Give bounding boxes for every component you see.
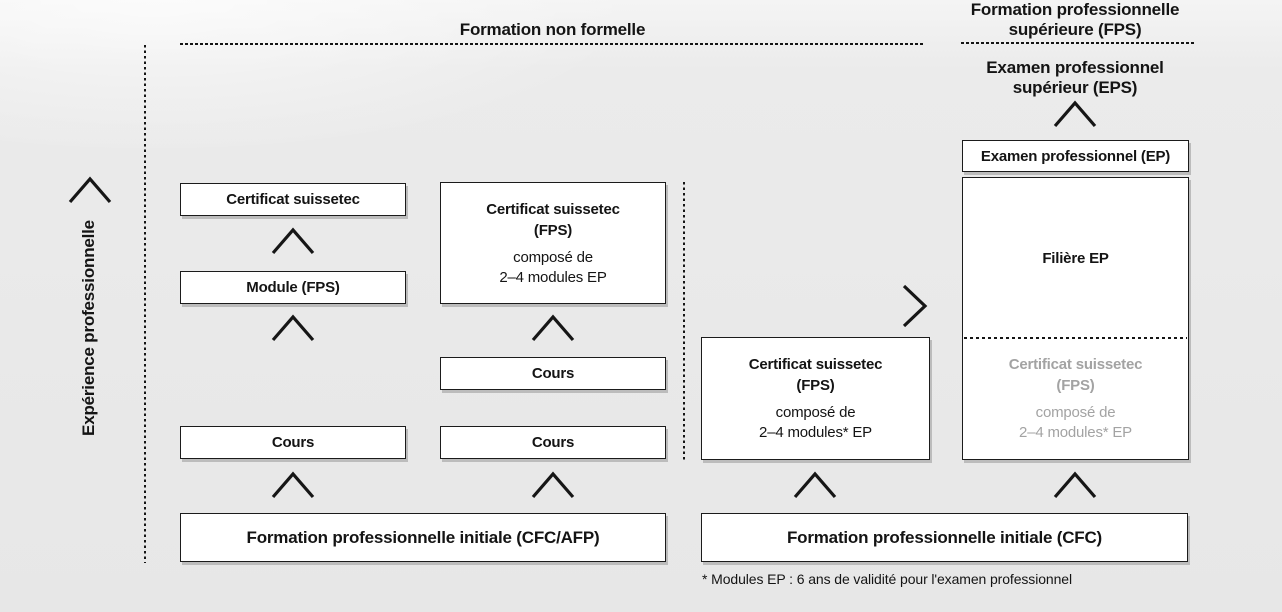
arrow-up-icon: [271, 227, 315, 255]
module-fps-box: Module (FPS): [180, 271, 406, 304]
header-non-formelle: Formation non formelle: [459, 20, 646, 39]
certificat-fps-title-line2: (FPS): [533, 221, 573, 239]
arrow-up-icon: [68, 176, 112, 204]
compose-line2: 2–4 modules* EP: [1019, 424, 1132, 441]
filiere-ep-box: Filière EP Certificat suissetec (FPS) co…: [962, 177, 1189, 460]
certificat-fps-title-line1: Certificat suissetec: [748, 356, 883, 373]
arrow-up-icon: [271, 314, 315, 342]
cours-box: Cours: [440, 357, 666, 390]
certificat-fps-title-line2: (FPS): [796, 377, 835, 394]
arrow-up-icon: [1053, 471, 1097, 499]
experience-axis-line: [144, 45, 146, 563]
compose-line2: 2–4 modules EP: [499, 268, 607, 286]
cours-box: Cours: [180, 426, 406, 459]
certificat-fps-star-box: Certificat suissetec (FPS) composé de 2–…: [701, 337, 930, 460]
compose-line1: composé de: [513, 248, 593, 266]
compose-line1: composé de: [1035, 404, 1116, 421]
arrow-up-icon: [531, 471, 575, 499]
eps-title-line1: Examen professionnel: [986, 58, 1164, 77]
compose-line1: composé de: [775, 404, 856, 421]
filiere-divider-line: [964, 337, 1187, 339]
eps-title-line2: supérieur (EPS): [1012, 78, 1138, 97]
certificat-fps-title-line1: Certificat suissetec: [486, 200, 620, 218]
header-fps-line1: Formation professionnelle: [970, 0, 1180, 19]
certificat-fps-title-line2: (FPS): [1056, 377, 1095, 394]
header-fps-line2: supérieure (FPS): [1008, 20, 1142, 39]
certificat-fps-title-line1: Certificat suissetec: [1008, 356, 1143, 373]
examen-professionnel-box: Examen professionnel (EP): [962, 140, 1189, 172]
cours-box: Cours: [440, 426, 666, 459]
section-divider-line: [683, 182, 685, 462]
arrow-right-icon: [902, 284, 928, 328]
eps-title: Examen professionnel supérieur (EPS): [955, 58, 1195, 98]
formation-initiale-cfc-box: Formation professionnelle initiale (CFC): [701, 513, 1188, 562]
header-fps: Formation professionnelle supérieure (FP…: [955, 0, 1195, 40]
arrow-up-icon: [531, 314, 575, 342]
filiere-ep-label: Filière EP: [1042, 249, 1109, 267]
compose-line2: 2–4 modules* EP: [759, 424, 872, 441]
formation-initiale-cfc-afp-box: Formation professionnelle initiale (CFC/…: [180, 513, 666, 562]
header-non-formelle-underline: [180, 43, 925, 45]
filiere-certificat-section: Certificat suissetec (FPS) composé de 2–…: [963, 339, 1188, 458]
experience-axis-label: Expérience professionnelle: [79, 220, 98, 436]
arrow-up-icon: [793, 471, 837, 499]
header-fps-underline: [961, 42, 1194, 44]
certificat-suissetec-box: Certificat suissetec: [180, 183, 406, 216]
footnote: * Modules EP : 6 ans de validité pour l'…: [702, 571, 1072, 587]
arrow-up-icon: [271, 471, 315, 499]
certificat-fps-box: Certificat suissetec (FPS) composé de 2–…: [440, 182, 666, 304]
arrow-up-icon: [1053, 100, 1097, 128]
